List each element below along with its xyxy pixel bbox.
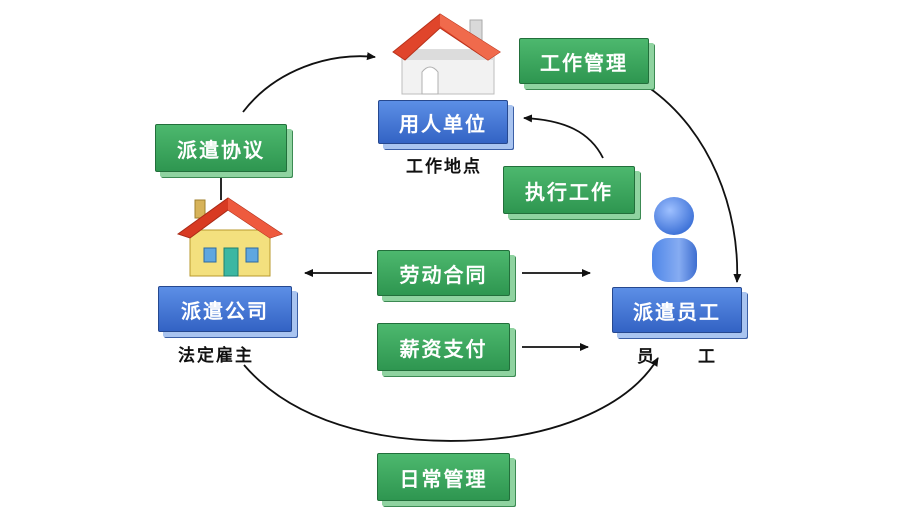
employee-person-icon [652, 197, 697, 282]
arrow-daily-management-curve [243, 357, 659, 442]
legal-employer-caption: 法定雇主 [178, 346, 254, 366]
dispatch-agreement-box: 派遣协议 [155, 124, 287, 172]
work-management-box: 工作管理 [519, 38, 649, 84]
dispatch-company-house-icon [176, 197, 284, 277]
dispatch-agreement-label: 派遣协议 [177, 137, 265, 162]
execute-work-box: 执行工作 [503, 166, 635, 214]
workplace-caption: 工作地点 [406, 157, 482, 177]
execute-work-label: 执行工作 [525, 179, 613, 204]
work-management-label: 工作管理 [540, 50, 628, 75]
dispatch-company-label: 派遣公司 [181, 298, 269, 323]
dispatched-employee-label: 派遣员工 [633, 299, 721, 324]
daily-management-box: 日常管理 [377, 453, 510, 501]
employer-house-icon [392, 13, 501, 95]
salary-payment-label: 薪资支付 [399, 336, 488, 361]
employee-caption-2: 工 [698, 347, 717, 367]
arrow-agreement-to-employer [242, 52, 376, 113]
salary-payment-box: 薪资支付 [377, 323, 510, 371]
employer-unit-box: 用人单位 [378, 100, 508, 144]
arrow-execute-to-employer [523, 114, 604, 159]
dispatch-company-box: 派遣公司 [158, 286, 292, 332]
employer-unit-label: 用人单位 [399, 111, 487, 136]
daily-management-label: 日常管理 [399, 466, 488, 491]
labor-contract-box: 劳动合同 [377, 250, 510, 296]
arrow-management-to-employee [647, 86, 742, 283]
employee-caption-1: 员 [637, 347, 656, 367]
dispatched-employee-box: 派遣员工 [612, 287, 742, 333]
labor-contract-label: 劳动合同 [399, 262, 488, 287]
